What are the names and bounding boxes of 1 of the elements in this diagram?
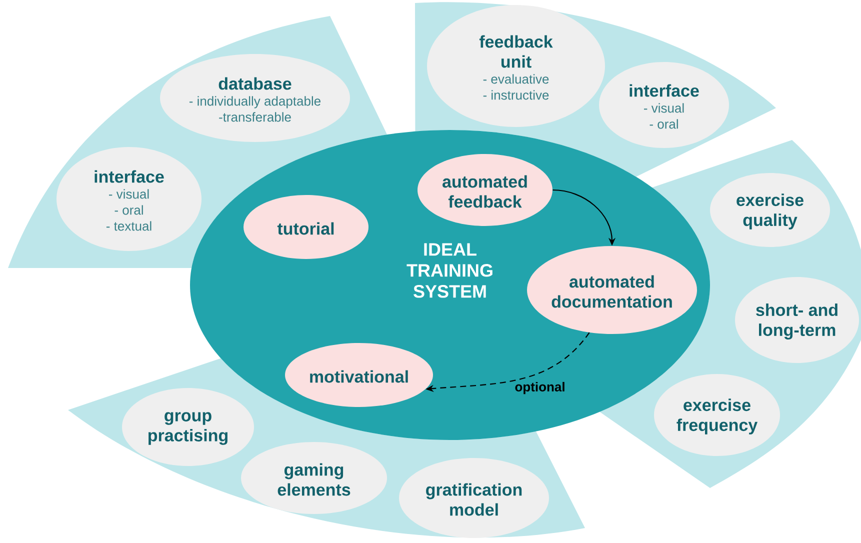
edge-label: optional xyxy=(514,380,566,396)
